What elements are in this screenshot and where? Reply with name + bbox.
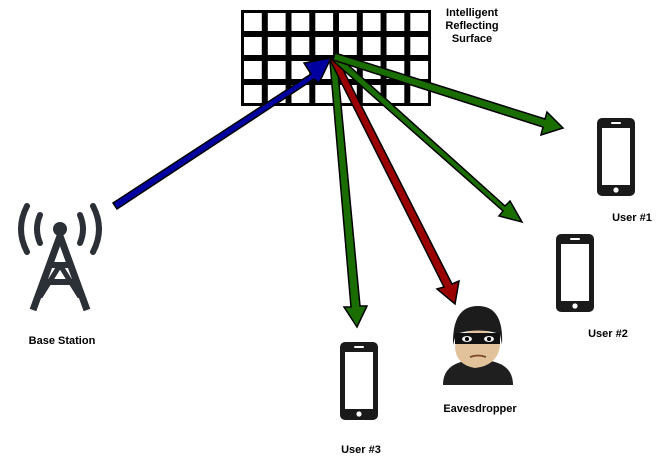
irs-element [315,85,334,103]
irs-element [244,13,262,31]
irs-label: Intelligent Reflecting Surface [432,7,512,46]
irs-element [244,85,262,103]
irs-element [244,37,262,55]
smartphone-icon-user2 [556,234,594,312]
antenna-tower-icon [18,203,102,312]
reflected-arrow-user3 [329,61,369,329]
irs-element [291,37,310,55]
irs-element [315,37,334,55]
user3-label: User #3 [341,444,381,456]
reflected-arrow-user2 [330,53,524,224]
irs-element [410,13,429,31]
irs-element [339,37,357,55]
incident-arrow [111,56,333,211]
smartphone-icon-user1 [597,118,635,196]
irs-element [244,61,262,79]
irs-element [362,37,381,55]
irs-element [267,37,286,55]
irs-element [386,13,405,31]
irs-element [267,61,286,79]
irs-element [339,13,357,31]
irs-element [386,37,405,55]
irs-element [386,85,405,103]
eavesdropper-label: Eavesdropper [443,403,517,415]
irs-element [315,13,334,31]
eavesdropper-icon [443,306,513,385]
irs-label-line3: Surface [451,33,493,45]
reflected-arrow-eavesdropper [329,54,460,306]
irs-label-line2: Reflecting [445,20,499,32]
irs-element [410,37,429,55]
irs-element [267,13,286,31]
smartphone-icon-user3 [340,342,378,420]
irs-element [410,61,429,79]
base-station-label: Base Station [28,335,96,347]
user1-label: User #1 [612,212,652,224]
irs-element [291,13,310,31]
user2-label: User #2 [588,328,628,340]
irs-label-line1: Intelligent [446,7,498,19]
irs-element [362,13,381,31]
reflected-arrow-user1 [332,52,565,137]
